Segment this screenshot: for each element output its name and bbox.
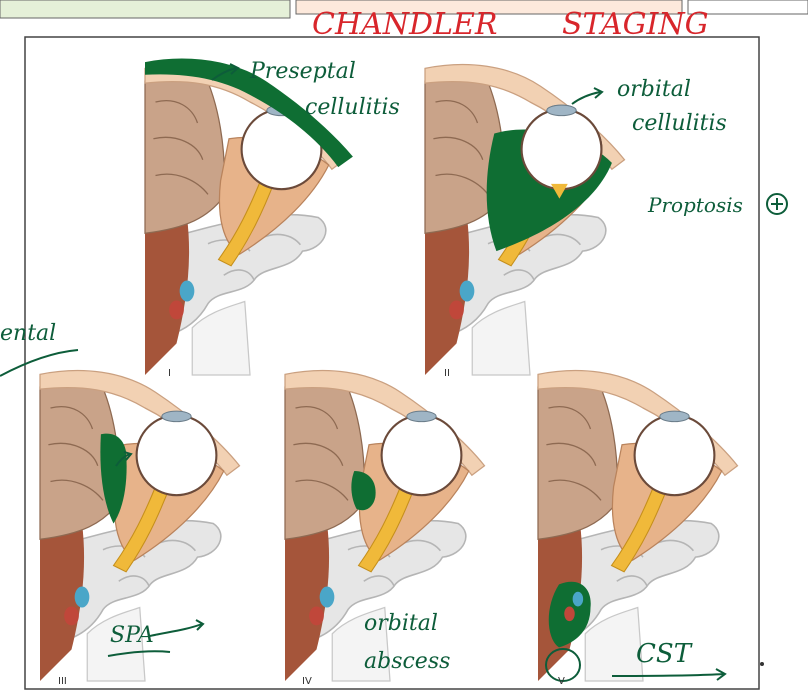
panel-1-label-line-2: cellulitis [305, 95, 400, 120]
panel-4-label-line-2: abscess [364, 649, 450, 674]
panel-1-numeral: I [168, 368, 171, 379]
circle-plus-icon [767, 194, 787, 214]
panel-2-label-line-2: cellulitis [632, 111, 727, 136]
panel-2-label-line-1: orbital [617, 77, 691, 102]
top-left-header-box [0, 0, 290, 18]
proptosis-note: Proptosis [647, 193, 743, 217]
panel-5-numeral: V [558, 676, 565, 687]
margin-note: ental [0, 321, 56, 346]
panel-4-label-line-1: orbital [364, 611, 438, 636]
panel-3-label: SPA [110, 623, 154, 648]
panel-4-numeral: IV [302, 676, 312, 687]
panel-5-label: CST [636, 639, 693, 669]
panel-2-numeral: II [444, 368, 450, 379]
panel-1-label-line-1: Preseptal [249, 59, 356, 84]
panel-3-numeral: III [58, 676, 67, 687]
